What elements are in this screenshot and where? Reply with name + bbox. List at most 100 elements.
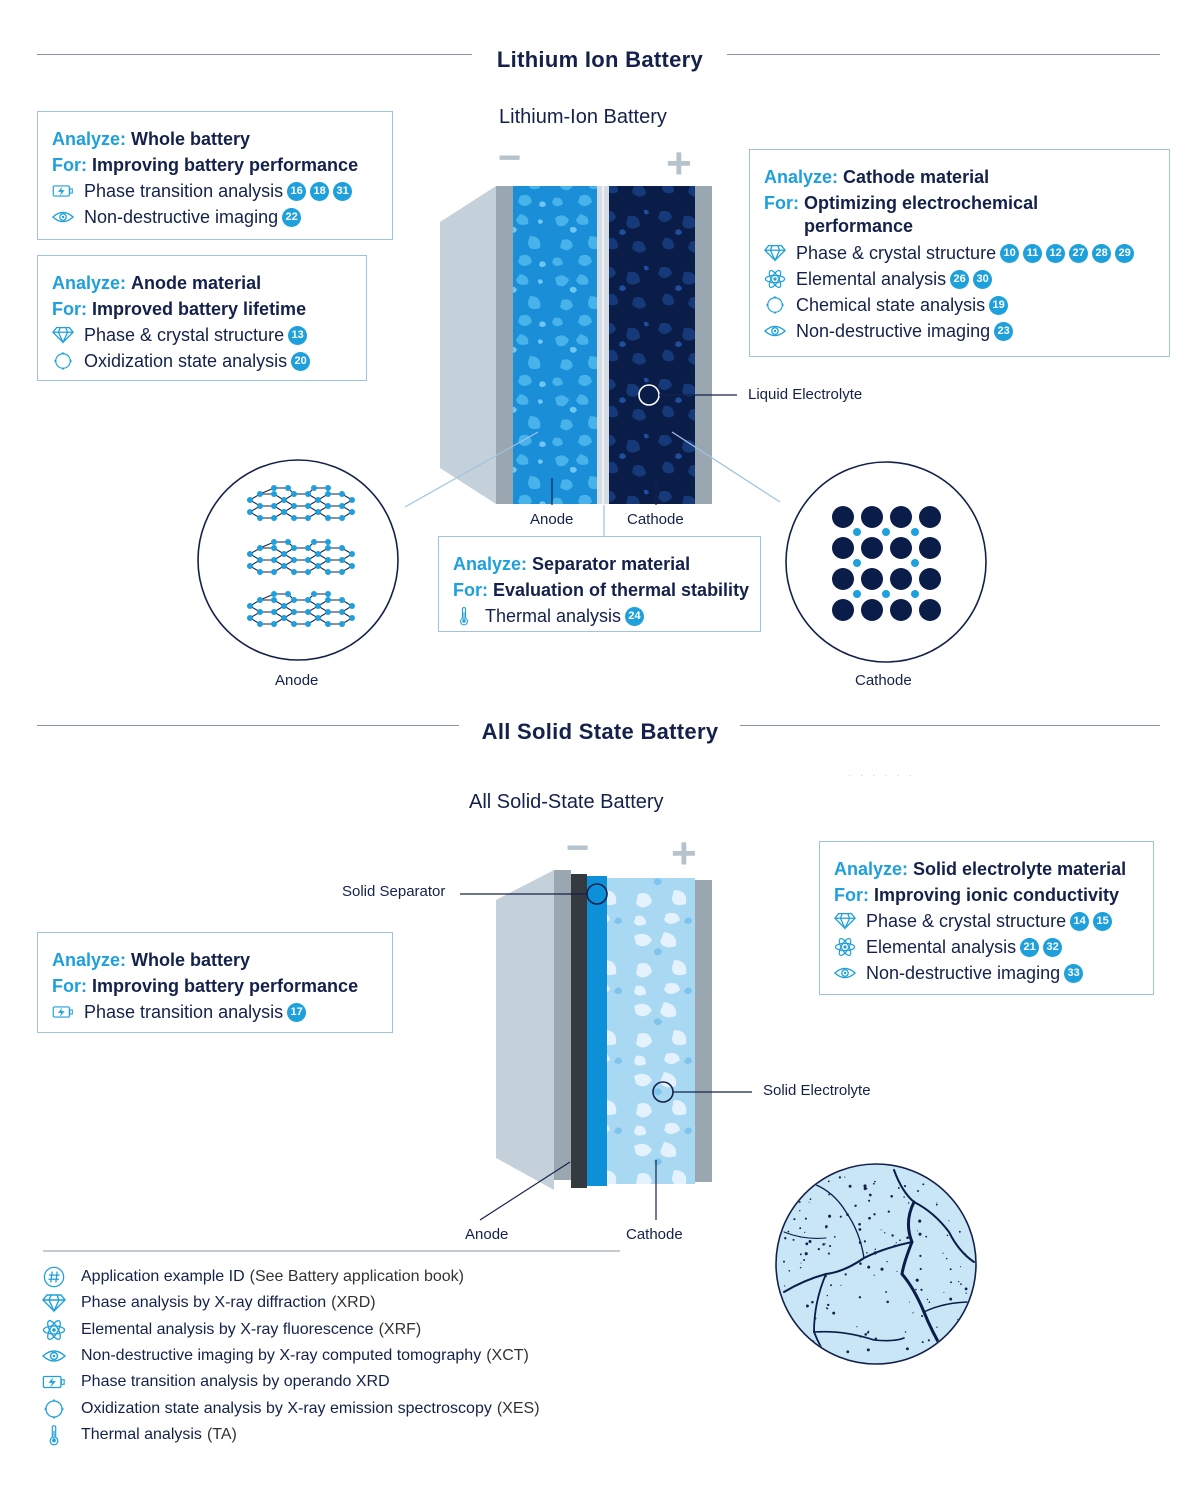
application-id-badge[interactable]: 14 bbox=[1070, 911, 1090, 931]
eye-icon bbox=[834, 967, 856, 979]
box-analyze-line: Analyze: Separator material bbox=[453, 554, 691, 574]
crack-speckle bbox=[868, 1199, 871, 1202]
crack-speckle bbox=[817, 1247, 820, 1251]
eye-icon bbox=[42, 1350, 66, 1362]
cathode-atom bbox=[832, 506, 854, 528]
cathode-atom bbox=[832, 568, 854, 590]
solid-separator-label: Solid Separator bbox=[342, 883, 446, 900]
analysis-item-label: Thermal analysis bbox=[485, 606, 622, 626]
application-id-badge[interactable]: 21 bbox=[1020, 937, 1040, 957]
application-id-badge[interactable]: 15 bbox=[1093, 911, 1113, 931]
cathode-circle-label: Cathode bbox=[855, 672, 912, 689]
atom-icon bbox=[834, 937, 856, 957]
crack-speckle bbox=[846, 1350, 850, 1354]
crack-speckle bbox=[811, 1300, 814, 1304]
crack-speckle bbox=[959, 1266, 962, 1268]
crack-speckle bbox=[925, 1235, 928, 1238]
crack-speckle bbox=[863, 1184, 867, 1188]
application-id-badge[interactable]: 29 bbox=[1115, 243, 1135, 263]
crack-speckle bbox=[868, 1216, 871, 1220]
lithium-ion bbox=[911, 559, 919, 567]
phase-transition-icon bbox=[52, 1006, 74, 1018]
application-id-badge[interactable]: 30 bbox=[973, 269, 993, 289]
solid-leader-lines bbox=[43, 893, 752, 1252]
cathode-zoom-circle bbox=[785, 461, 987, 663]
crack-speckle bbox=[793, 1218, 796, 1221]
legend-item: Phase analysis by X-ray diffraction(XRD) bbox=[42, 1292, 376, 1314]
crack-speckle bbox=[830, 1284, 832, 1287]
section-rule-left bbox=[37, 725, 459, 726]
section-rule-right bbox=[740, 725, 1160, 726]
crack-speckle bbox=[964, 1287, 968, 1291]
box-analyze-line: Analyze: Solid electrolyte material bbox=[834, 859, 1127, 879]
crack-speckle bbox=[895, 1242, 897, 1244]
analysis-item-label: Phase transition analysis bbox=[84, 181, 284, 201]
cell-current-collector-right bbox=[695, 186, 712, 504]
box-analyze-line: Analyze: Whole battery bbox=[52, 129, 251, 149]
crack-speckle bbox=[873, 1274, 875, 1276]
crack-speckle bbox=[805, 1242, 809, 1246]
application-id-badge[interactable]: 26 bbox=[950, 269, 970, 289]
application-id-badge[interactable]: 16 bbox=[287, 181, 307, 201]
application-id-badge[interactable]: 33 bbox=[1064, 963, 1084, 983]
crack-speckle bbox=[873, 1182, 875, 1185]
cathode-cell-label: Cathode bbox=[627, 511, 684, 528]
crack-speckle bbox=[839, 1215, 842, 1218]
solid-whole-battery-box: Analyze: Whole battery For: Improving ba… bbox=[37, 932, 393, 1033]
crack-speckle bbox=[912, 1312, 914, 1314]
application-id-badge[interactable]: 28 bbox=[1092, 243, 1112, 263]
crack-speckle bbox=[946, 1234, 949, 1237]
legend-item-label: Phase analysis by X-ray diffraction bbox=[81, 1294, 327, 1312]
application-id-badge[interactable]: 11 bbox=[1023, 243, 1043, 263]
application-id-badge[interactable]: 18 bbox=[310, 181, 330, 201]
crack-speckle bbox=[926, 1298, 929, 1301]
application-id-badge[interactable]: 22 bbox=[282, 207, 302, 227]
analysis-item-label: Non-destructive imaging bbox=[84, 207, 279, 227]
crack-speckle bbox=[958, 1230, 961, 1233]
lithium-ion bbox=[853, 590, 861, 598]
legend-item: Oxidization state analysis by X-ray emis… bbox=[42, 1397, 540, 1420]
crack-speckle bbox=[874, 1180, 876, 1183]
crack-speckle bbox=[863, 1240, 866, 1243]
application-id-badge[interactable]: 20 bbox=[291, 351, 311, 371]
application-id-badge[interactable]: 13 bbox=[288, 325, 308, 345]
cathode-atom bbox=[919, 537, 941, 559]
legend-item: Non-destructive imaging by X-ray compute… bbox=[42, 1345, 529, 1367]
crack-speckle bbox=[884, 1232, 886, 1234]
legend-item: Thermal analysis(TA) bbox=[42, 1424, 237, 1446]
application-id-badge[interactable]: 31 bbox=[333, 181, 353, 201]
crack-speckle bbox=[890, 1195, 893, 1198]
thermometer-icon bbox=[49, 1424, 59, 1446]
application-id-badge[interactable]: 23 bbox=[994, 321, 1014, 341]
minus-terminal: − bbox=[498, 136, 522, 180]
box-for-line: For: Evaluation of thermal stability bbox=[453, 580, 750, 600]
crack-speckle bbox=[866, 1348, 870, 1352]
crack-speckle bbox=[866, 1252, 868, 1254]
crack-speckle bbox=[967, 1174, 969, 1176]
crack-speckle bbox=[798, 1183, 800, 1186]
crack-speckle bbox=[868, 1330, 870, 1332]
application-id-badges: 23 bbox=[994, 321, 1014, 341]
application-id-badge[interactable]: 27 bbox=[1069, 243, 1089, 263]
legend-item-label: Thermal analysis bbox=[81, 1425, 202, 1443]
oxidization-icon bbox=[43, 1397, 65, 1420]
application-id-badge[interactable]: 24 bbox=[625, 606, 645, 626]
application-id-badge[interactable]: 10 bbox=[1000, 243, 1020, 263]
application-id-badges: 17 bbox=[287, 1002, 307, 1022]
crack-speckle bbox=[886, 1261, 888, 1263]
cathode-atom bbox=[890, 599, 912, 621]
crack-speckle bbox=[844, 1176, 846, 1178]
application-id-badge[interactable]: 19 bbox=[989, 295, 1009, 315]
application-id-badge[interactable]: 12 bbox=[1046, 243, 1066, 263]
li-ion-cell-diagram bbox=[440, 186, 712, 504]
crack-speckle bbox=[800, 1262, 802, 1264]
application-id-badge[interactable]: 17 bbox=[287, 1002, 307, 1022]
application-id-badge[interactable]: 32 bbox=[1043, 937, 1063, 957]
